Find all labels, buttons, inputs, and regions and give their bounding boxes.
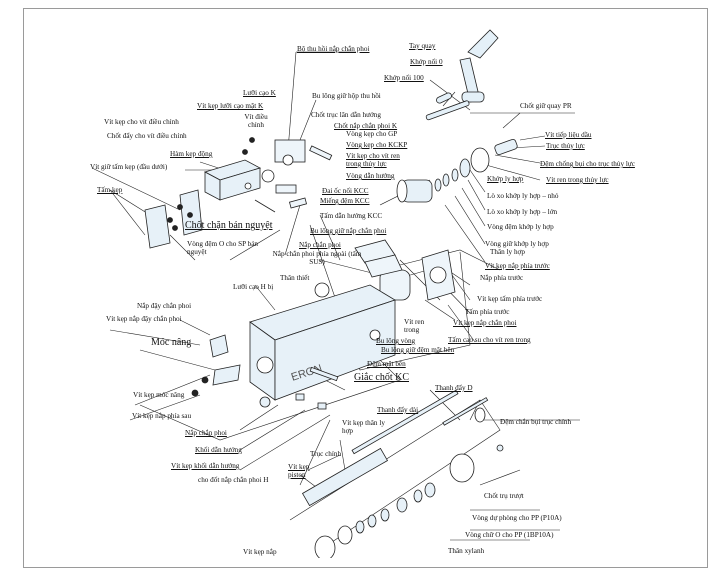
- label-cylinder-body: Thân xylanh: [448, 547, 485, 555]
- label-slide-pin: Chốt trụ trượt: [484, 492, 524, 500]
- label-clutch-body: Thân ly hợp: [490, 248, 525, 256]
- label-hydraulic-shaft: Trục thủy lực: [546, 142, 585, 150]
- label-rubber-plate: Tấm cao su cho vít ren trong: [448, 336, 531, 344]
- label-clutch-spring-small: Lò xo khớp ly hợp – nhỏ: [487, 192, 559, 200]
- label-long-push-rod: Thanh đẩy dài: [377, 406, 419, 414]
- main-body: ERON: [191, 282, 396, 410]
- label-hook-screw: Vít kẹp móc nâng: [133, 391, 185, 399]
- spindle-assembly: [301, 389, 504, 558]
- label-coupling-0: Khớp nối 0: [410, 58, 443, 66]
- label-kc-pin-jack: Giắc chốt KC: [354, 372, 409, 383]
- label-chip-cover-lid-screw: Vít kẹp nắp đậy chắn phoi: [106, 315, 182, 323]
- label-hydraulic-screw-clamp: Vít kẹp cho vít ren trong thủy lực: [346, 152, 400, 168]
- label-kcc-washer: Miếng đệm KCC: [320, 197, 370, 205]
- label-chip-cover-h-pin: cho đốt nắp chắn phoi H: [198, 476, 269, 484]
- label-oil-feed-screw: Vít tiếp liệu dầu: [545, 131, 592, 139]
- label-guide-roller-pin: Chốt trục lăn dẫn hướng: [311, 111, 381, 119]
- label-front-plate-screw: Vít kẹp tấm phía trước: [477, 295, 543, 303]
- label-chip-cover-pin-k: Chốt nắp chắn phoi K: [334, 122, 398, 130]
- label-chip-cover: Nắp chắn phoi: [299, 241, 341, 249]
- label-rear-cover-screw: Vít kẹp nắp phía sau: [132, 412, 192, 420]
- label-scraper-h: Lưỡi cạo H bị: [233, 283, 274, 291]
- label-chip-cover-bolt: Bu lông giữ nắp chắn phoi: [310, 227, 387, 235]
- label-hydraulic-inner-screw: Vít ren trong thủy lực: [546, 176, 609, 184]
- label-scraper-k-screw: Vít kẹp lưỡi cạo mặt K: [197, 102, 264, 110]
- label-front-cover-screw: Vít kẹp nắp phía trước: [485, 262, 550, 270]
- label-guide-block: Khối dẫn hướng: [195, 446, 242, 454]
- label-clutch-retaining-ring: Vòng giữ khớp ly hợp: [485, 240, 549, 248]
- movable-jaw-block: [144, 159, 276, 249]
- label-piston-screw: Vít kẹp piston: [288, 463, 310, 479]
- label-chip-cover-lid: Nắp đậy chắn phoi: [137, 302, 192, 310]
- label-guide-ring: Vòng dẫn hướng: [346, 172, 395, 180]
- label-clutch-body-screw: Vít kẹp thân ly hợp: [342, 419, 385, 435]
- label-kckp-clamp-ring: Vòng kẹp cho KCKP: [346, 141, 408, 149]
- label-main-spindle: Trục chính: [310, 450, 342, 458]
- label-inner-screw: Vít ren trong: [404, 318, 425, 334]
- label-guide-block-screw: Vít kẹp khối dẫn hướng: [171, 462, 240, 470]
- front-plate: [354, 239, 456, 301]
- label-adjust-push-pin: Chốt đẩy cho vít điều chỉnh: [107, 132, 187, 140]
- label-clutch-joint: Khớp ly hợp: [487, 175, 524, 183]
- label-scraper-k: Lưỡi cạo K: [243, 89, 276, 97]
- label-clamp-plate: Tấm kẹp: [97, 186, 123, 194]
- label-cover-screw: Vít kẹp nắp: [243, 548, 277, 556]
- label-half-moon-stopper: Chốt chặn bán nguyệt: [185, 220, 273, 231]
- label-side-pad-bolt: Bu lông giữ đệm mặt bên: [381, 346, 455, 354]
- label-movable-jaw: Hàm kẹp động: [170, 150, 213, 158]
- label-adjust-screw-clamp: Vít kẹp cho vít điều chỉnh: [104, 118, 179, 126]
- crank-handle: [425, 29, 499, 121]
- label-pr-rotation-pin: Chốt giữ quay PR: [520, 102, 572, 110]
- label-front-plate: Tấm phía trước: [465, 308, 510, 316]
- label-gp-clamp-ring: Vòng kẹp cho GP: [346, 130, 398, 138]
- label-adjust-screw: Vít điều chỉnh: [244, 113, 268, 129]
- label-recovery-box-bolt: Bu lông giữ hộp thu hồi: [312, 92, 381, 100]
- label-outer-chip-cover-sus: Nắp chắn phoi phía ngoài (tấm SUS): [272, 250, 362, 266]
- label-chip-cover-lower: Nắp chắn phoi: [185, 429, 227, 437]
- label-eye-bolt: Bu lông vòng: [376, 337, 416, 345]
- label-spindle-dust-seal: Đệm chắn bụi trục chính: [500, 418, 572, 426]
- label-clutch-washer: Vòng đệm khớp ly hợp: [487, 223, 554, 231]
- label-kcc-guide-plate: Tấm dẫn hướng KCC: [320, 212, 383, 220]
- label-clutch-spring-large: Lò xo khớp ly hợp – lớn: [487, 208, 558, 216]
- label-kcc-nut: Đai ốc nối KCC: [322, 187, 369, 195]
- label-push-rod-d: Thanh đẩy D: [435, 384, 473, 392]
- label-crank-handle: Tay quay: [409, 42, 436, 50]
- label-lifting-hook: Móc nâng: [151, 337, 192, 348]
- label-o-ring-pp: Vòng chữ O cho PP (1BP10A): [465, 531, 554, 539]
- label-coupling-100: Khớp nối 100: [384, 74, 424, 82]
- label-chip-cover-recovery: Bộ thu hồi nắp chắn phoi: [297, 45, 370, 53]
- label-clamp-plate-screw: Vít giữ tấm kẹp (đầu dưới): [90, 163, 168, 171]
- label-side-pad: Đệm mặt bên: [367, 360, 406, 368]
- label-backup-ring-pp: Vòng dự phòng cho PP (P10A): [472, 514, 562, 522]
- label-half-moon-o-ring: Vòng đệm O cho SP bán nguyệt: [187, 240, 259, 256]
- label-chip-cover-screw: Vít kẹp nắp chắn phoi: [453, 319, 517, 327]
- label-front-cover: Nắp phía trước: [480, 274, 524, 282]
- clutch-assembly: [396, 138, 518, 203]
- cover-recovery-assembly: [242, 137, 333, 209]
- label-hydraulic-dust-seal: Đệm chống bụi cho trục thủy lực: [540, 160, 635, 168]
- label-steel-body: Thân thiết: [280, 274, 310, 282]
